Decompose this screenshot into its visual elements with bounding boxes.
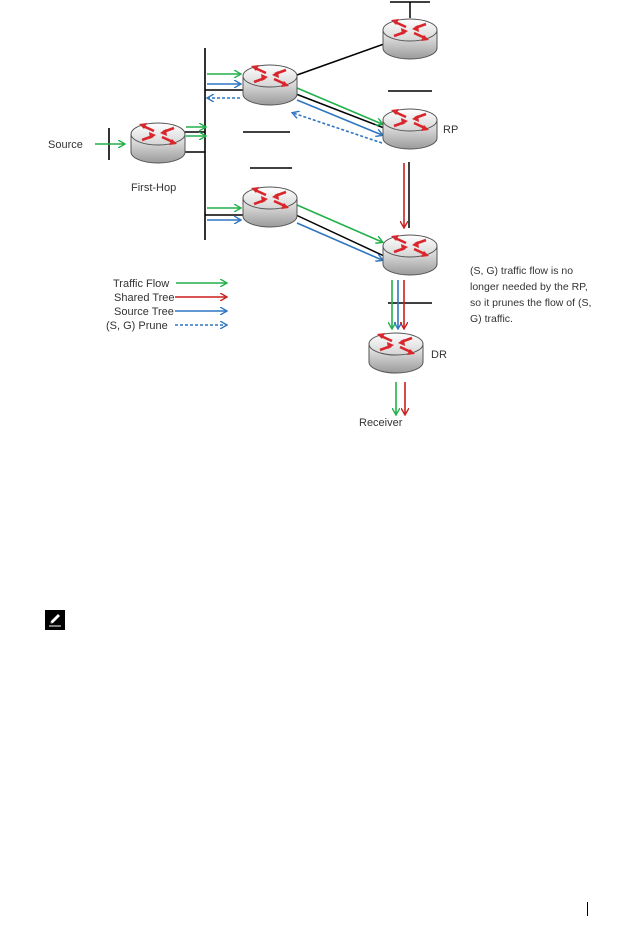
annotation-line: longer needed by the RP, bbox=[470, 281, 588, 293]
router-icon bbox=[241, 185, 299, 229]
page-footer-rule bbox=[587, 902, 588, 916]
traffic-b-to-lower bbox=[296, 204, 382, 242]
legend-shared-tree-label: Shared Tree bbox=[114, 292, 175, 304]
annotation-line: (S, G) traffic flow is no bbox=[470, 265, 573, 277]
router-icon bbox=[241, 63, 299, 107]
traffic-a-to-rp bbox=[296, 87, 382, 124]
source-label: Source bbox=[48, 139, 83, 151]
router-icon bbox=[381, 17, 439, 61]
router-icon bbox=[129, 121, 187, 165]
router-a-to-rp bbox=[295, 93, 385, 129]
router-icon bbox=[381, 233, 439, 277]
legend-traffic-flow-label: Traffic Flow bbox=[113, 278, 169, 290]
router-icon bbox=[367, 331, 425, 375]
prune-annotation: (S, G) traffic flow is no longer needed … bbox=[470, 265, 591, 325]
router-icon bbox=[381, 107, 439, 151]
router-b-to-lower-router bbox=[295, 214, 385, 257]
legend-source-tree-label: Source Tree bbox=[114, 306, 174, 318]
source-tree-a-to-rp bbox=[296, 99, 382, 135]
first-hop-label: First-Hop bbox=[131, 182, 176, 194]
router-a-to-top-router bbox=[296, 43, 385, 76]
annotation-line: so it prunes the flow of (S, bbox=[470, 297, 591, 309]
annotation-line: G) traffic. bbox=[470, 313, 513, 325]
traffic-arrows bbox=[95, 74, 405, 414]
prune-rp-to-a bbox=[293, 113, 383, 144]
legend: Traffic Flow Shared Tree Source Tree (S,… bbox=[106, 278, 226, 332]
note-pencil-icon bbox=[45, 610, 65, 630]
dr-label: DR bbox=[431, 349, 447, 361]
rp-label: RP bbox=[443, 124, 458, 136]
links bbox=[184, 2, 411, 257]
source-tree-b-to-lower bbox=[296, 222, 382, 260]
legend-sg-prune-label: (S, G) Prune bbox=[106, 320, 168, 332]
routers bbox=[129, 17, 439, 375]
receiver-label: Receiver bbox=[359, 417, 403, 429]
